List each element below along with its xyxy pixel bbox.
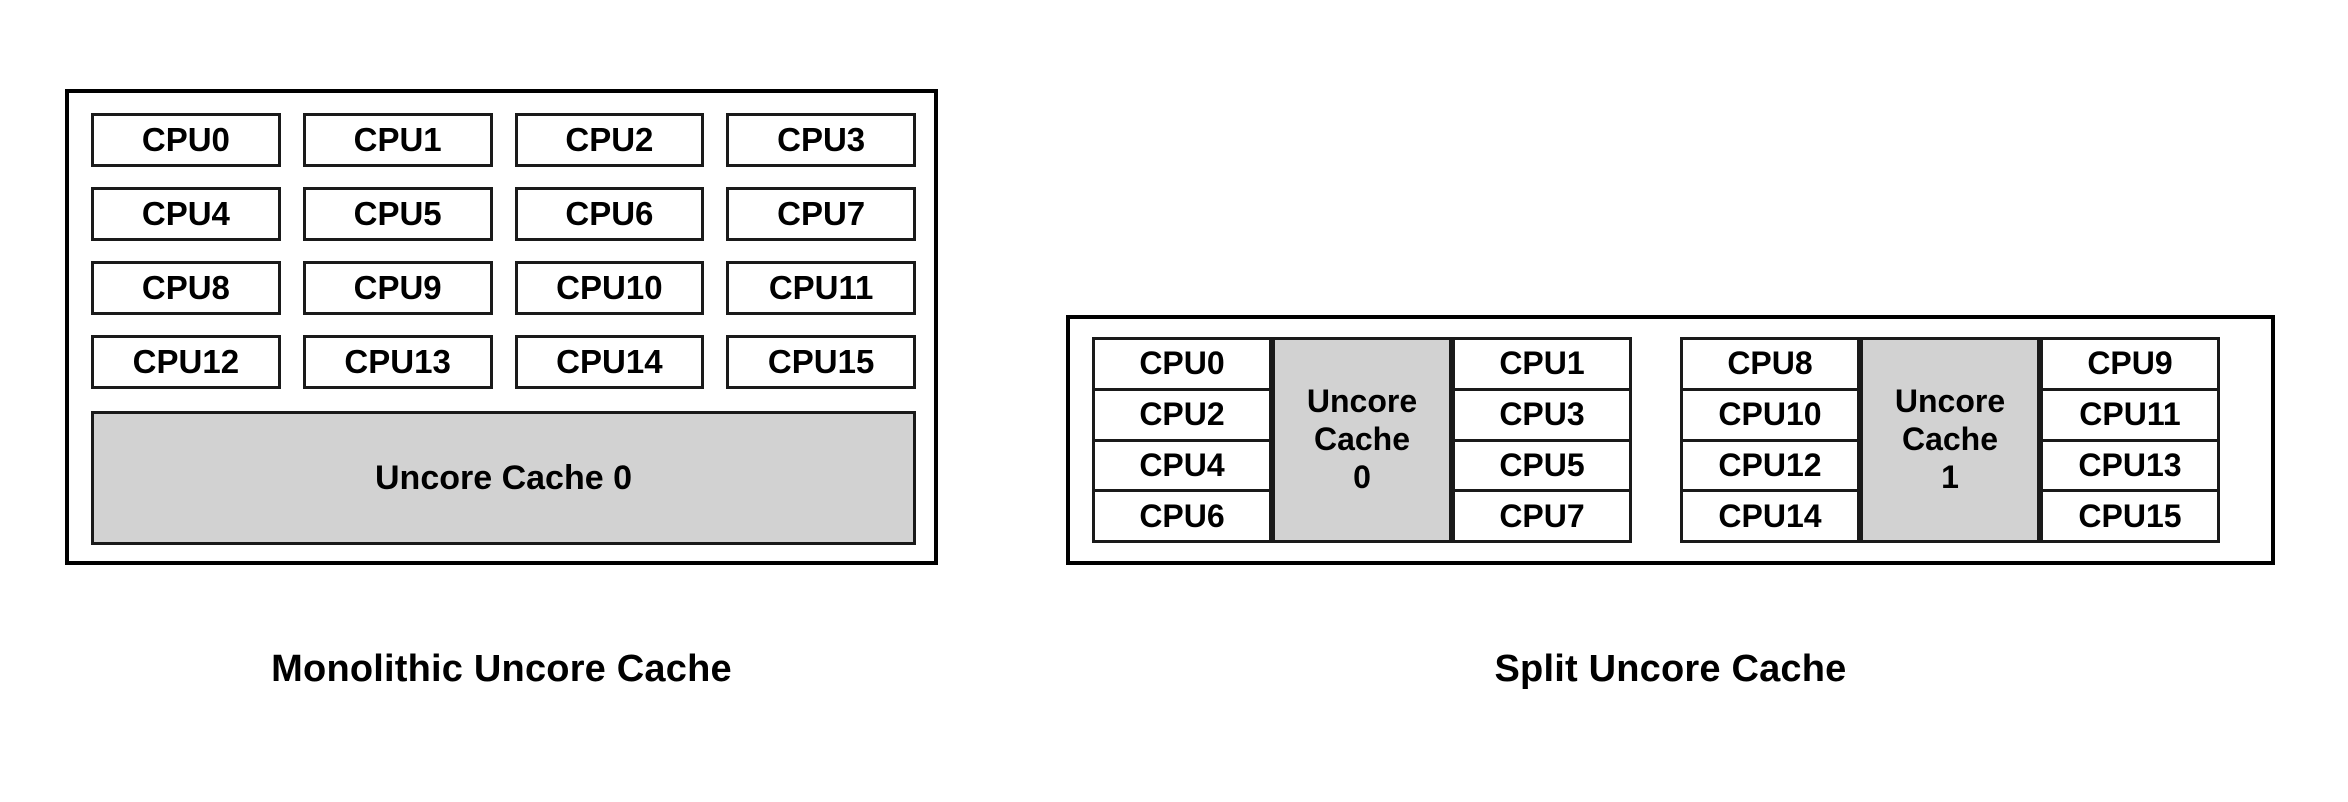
cpu-box: CPU11 xyxy=(2040,387,2220,439)
cpu-box: CPU4 xyxy=(91,187,281,241)
uncore-cache-box: Uncore Cache 0 xyxy=(1272,337,1452,543)
cpu-box: CPU7 xyxy=(1452,489,1632,543)
uncore-cache-box: Uncore Cache 0 xyxy=(91,411,916,545)
uncore-cache-box: Uncore Cache 1 xyxy=(1860,337,2040,543)
monolithic-socket-boundary: CPU0 CPU1 CPU2 CPU3 CPU4 CPU5 CPU6 CPU7 … xyxy=(65,89,938,565)
cpu-box: CPU15 xyxy=(2040,489,2220,543)
cpu-box: CPU5 xyxy=(1452,438,1632,490)
cpu-box: CPU12 xyxy=(1680,438,1860,490)
cpu-box: CPU1 xyxy=(302,113,493,167)
split-caption: Split Uncore Cache xyxy=(1494,648,1847,690)
cpu-box: CPU12 xyxy=(91,335,281,389)
cpu-box: CPU9 xyxy=(2040,337,2220,388)
cpu-box: CPU10 xyxy=(514,261,705,315)
cache-label-line: Cache xyxy=(1901,421,1999,458)
cache-label-line: Uncore xyxy=(1306,383,1418,420)
cpu-box: CPU2 xyxy=(514,113,705,167)
cpu-box: CPU3 xyxy=(1452,387,1632,439)
cache-label-line: 1 xyxy=(1941,458,1959,495)
cpu-box: CPU11 xyxy=(726,261,916,315)
monolithic-caption: Monolithic Uncore Cache xyxy=(271,648,732,690)
cpu-box: CPU8 xyxy=(91,261,281,315)
cpu-box: CPU6 xyxy=(514,187,705,241)
cpu-box: CPU10 xyxy=(1680,387,1860,439)
cpu-box: CPU13 xyxy=(2040,438,2220,490)
cache-label-line: Uncore xyxy=(1894,383,2006,420)
split-groups-container: CPU0 CPU2 CPU4 CPU6 Uncore Cache 0 CPU1 … xyxy=(1092,337,2249,543)
cpu-box: CPU8 xyxy=(1680,337,1860,388)
cpu-box: CPU6 xyxy=(1092,489,1272,543)
cpu-box: CPU2 xyxy=(1092,387,1272,439)
monolithic-cpu-grid: CPU0 CPU1 CPU2 CPU3 CPU4 CPU5 CPU6 CPU7 … xyxy=(91,113,916,389)
cpu-box: CPU1 xyxy=(1452,337,1632,388)
cpu-box: CPU13 xyxy=(302,335,493,389)
cpu-box: CPU7 xyxy=(726,187,916,241)
cache-label-line: 0 xyxy=(1353,458,1371,495)
cpu-box: CPU15 xyxy=(726,335,916,389)
cpu-box: CPU9 xyxy=(302,261,493,315)
split-socket-boundary: CPU0 CPU2 CPU4 CPU6 Uncore Cache 0 CPU1 … xyxy=(1066,315,2275,565)
cpu-column-right: CPU1 CPU3 CPU5 CPU7 xyxy=(1452,337,1632,543)
cpu-box: CPU5 xyxy=(302,187,493,241)
cpu-box: CPU0 xyxy=(91,113,281,167)
cpu-column-left: CPU0 CPU2 CPU4 CPU6 xyxy=(1092,337,1272,543)
cache-label-line: Cache xyxy=(1313,421,1411,458)
cpu-box: CPU0 xyxy=(1092,337,1272,388)
cpu-box: CPU4 xyxy=(1092,438,1272,490)
cpu-box: CPU14 xyxy=(514,335,705,389)
cpu-column-left: CPU8 CPU10 CPU12 CPU14 xyxy=(1680,337,1860,543)
cpu-column-right: CPU9 CPU11 CPU13 CPU15 xyxy=(2040,337,2220,543)
cpu-box: CPU3 xyxy=(726,113,916,167)
split-group: CPU8 CPU10 CPU12 CPU14 Uncore Cache 1 CP… xyxy=(1680,337,2249,543)
split-group: CPU0 CPU2 CPU4 CPU6 Uncore Cache 0 CPU1 … xyxy=(1092,337,1661,543)
cpu-box: CPU14 xyxy=(1680,489,1860,543)
